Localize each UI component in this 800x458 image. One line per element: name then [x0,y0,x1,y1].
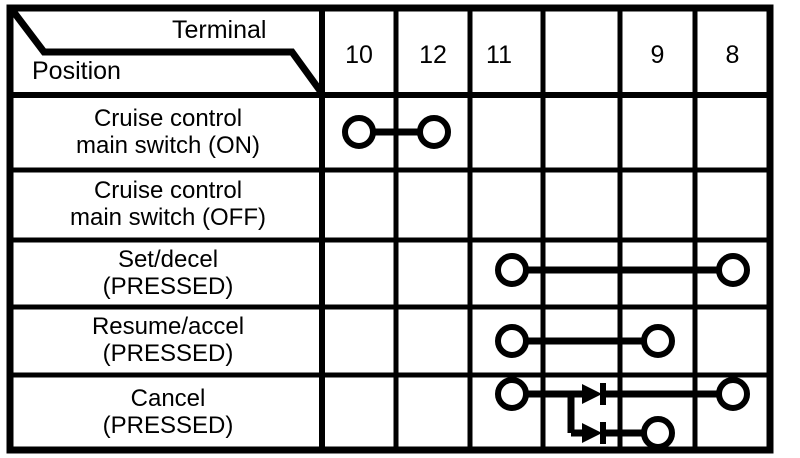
column-header-12: 12 [419,40,447,69]
row-label-line1: Set/decel [117,245,219,273]
column-header-11: 11 [486,40,512,69]
row-label-line2: (PRESSED) [102,272,234,300]
row-label-cruise-main-on: Cruise control main switch (ON) [14,95,322,170]
row-divider-lines [10,92,770,378]
diode-lower-icon [582,422,606,444]
row-label-line1: Resume/accel [91,313,245,341]
row-label-line1: Cancel [130,384,206,412]
terminal-node-10 [342,115,376,149]
continuity-row-4 [495,324,675,358]
row-label-cruise-main-off: Cruise control main switch (OFF) [14,170,322,240]
header-terminal-label: Terminal [172,16,267,44]
terminal-node-8-setdecel [716,253,750,287]
column-header-9: 9 [650,40,665,69]
table-outer-border [6,4,774,454]
terminal-node-11-setdecel [495,253,529,287]
continuity-row-5 [495,377,750,450]
terminal-node-12 [417,115,451,149]
header-diagonal-divider [10,8,324,95]
terminal-node-8-cancel [716,377,750,411]
terminal-node-11-cancel [495,377,529,411]
column-header-8: 8 [725,40,740,69]
row-label-line2: (PRESSED) [102,340,234,367]
continuity-row-3 [495,253,750,287]
diode-upper-icon [582,383,606,405]
column-header-10: 10 [345,40,373,69]
row-label-line1: Cruise control [93,177,243,205]
row-label-line2: (PRESSED) [102,411,234,439]
terminal-node-9-cancel [641,416,675,450]
row-label-line2: main switch (ON) [75,131,261,159]
row-label-line2: main switch (OFF) [69,204,266,231]
row-label-resume-accel: Resume/accel (PRESSED) [14,307,322,375]
row-label-cancel: Cancel (PRESSED) [14,375,322,450]
header-position-label: Position [32,57,121,85]
continuity-row-1 [342,115,451,149]
terminal-node-11-resume [495,324,529,358]
terminal-node-9-resume [641,324,675,358]
column-header-blank [543,30,620,80]
row-label-line1: Cruise control [93,104,243,132]
row-label-set-decel: Set/decel (PRESSED) [14,240,322,307]
